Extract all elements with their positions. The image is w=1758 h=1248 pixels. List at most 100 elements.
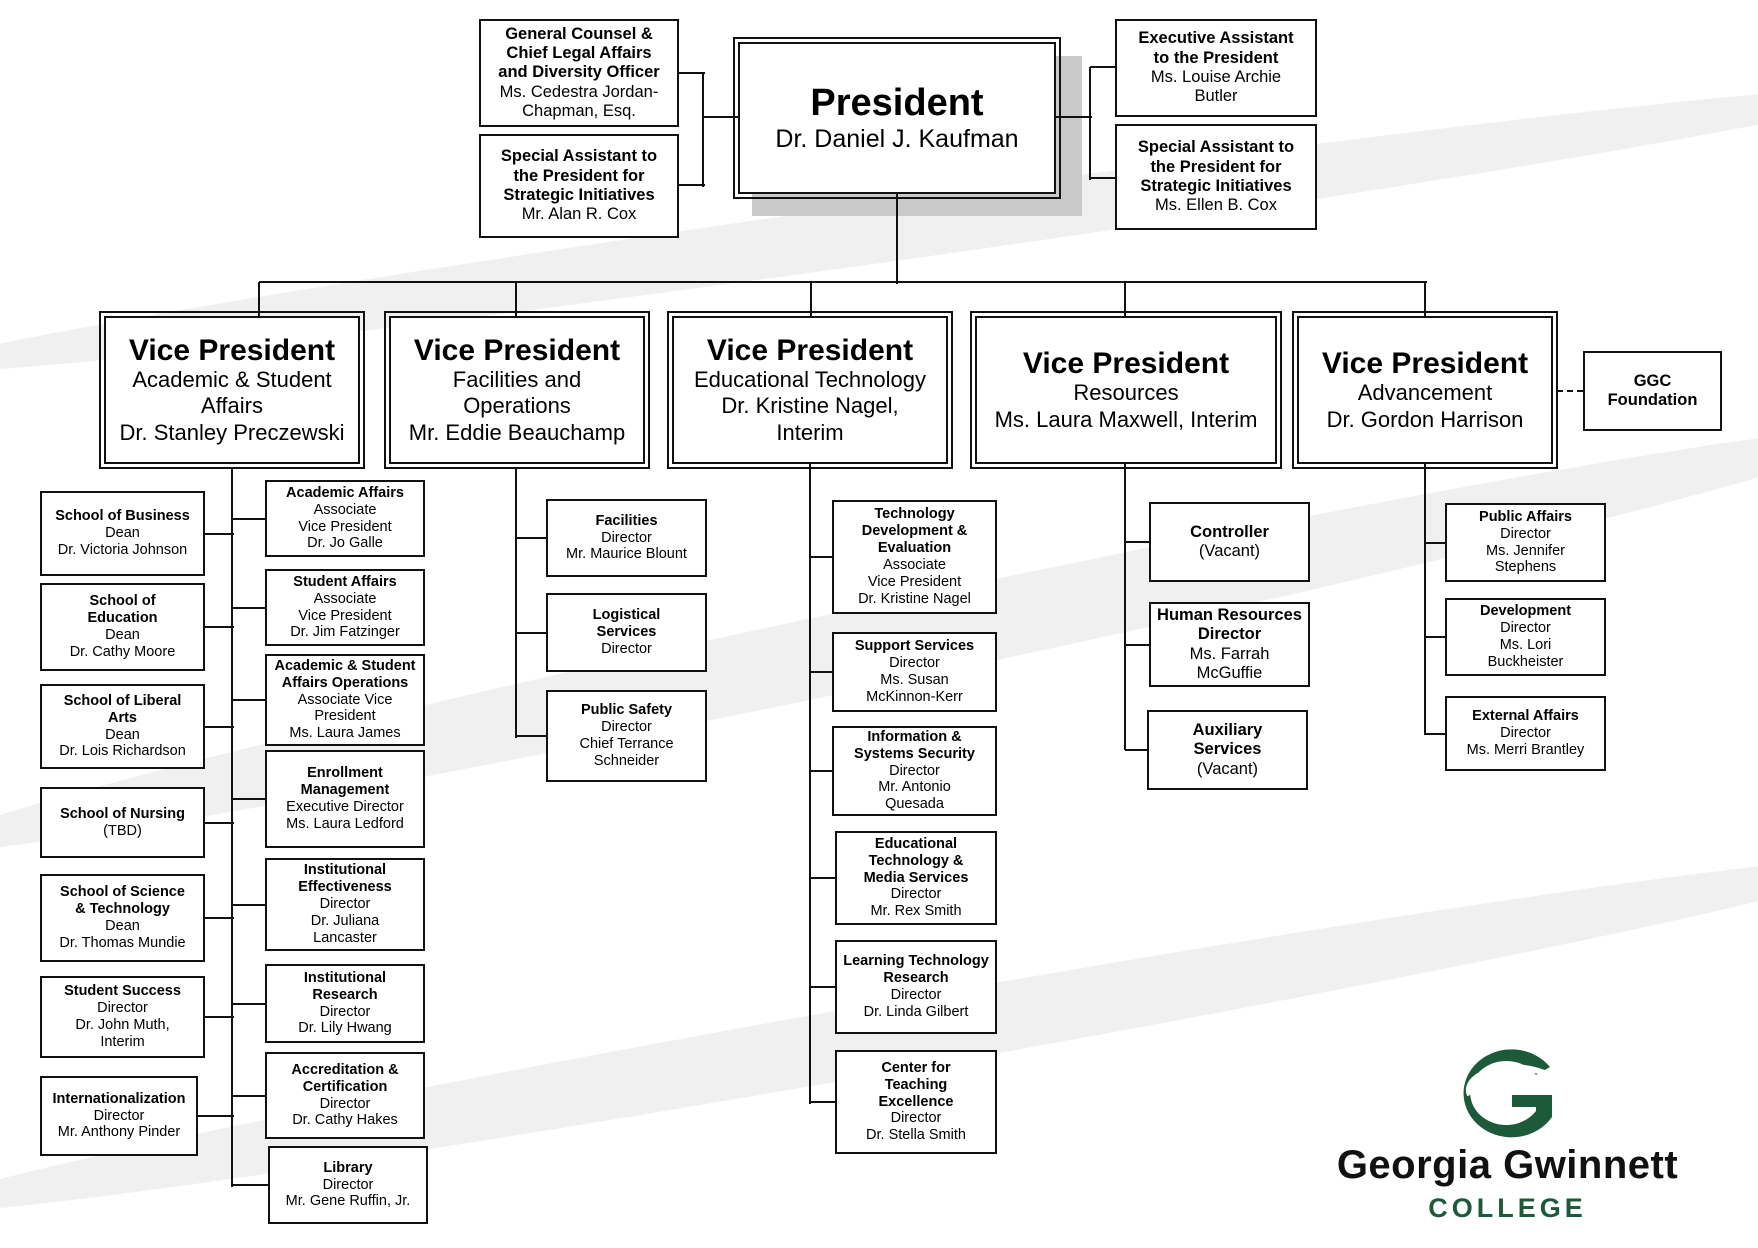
unit-detail-line: Director (1500, 725, 1551, 742)
unit-detail-line: Foundation (1607, 391, 1698, 409)
unit-detail-line: Associate (313, 590, 377, 607)
unit-detail-line: McGuffie (1196, 663, 1263, 682)
unit-detail-line: Quesada (885, 796, 944, 813)
connector-line (205, 532, 234, 535)
unit-detail-line: Chief Legal Affairs (506, 44, 652, 63)
unit-detail-line: Mr. Maurice Blount (566, 546, 687, 563)
resources-unit-box-0: Controller(Vacant) (1149, 502, 1310, 582)
logo-subtitle: COLLEGE (1428, 1193, 1587, 1223)
connector-line (516, 735, 548, 737)
unit-detail-line: Director (601, 640, 652, 657)
unit-detail-line: the President for (1150, 157, 1282, 176)
unit-name-line: Enrollment (307, 765, 383, 782)
vp-detail-line: Advancement (1357, 380, 1493, 406)
unit-detail-line: Ms. Susan (880, 672, 949, 688)
unit-detail-line: Director (319, 1003, 371, 1020)
unit-detail-line: Strategic Initiatives (1140, 177, 1292, 195)
unit-detail-line: Dr. Cathy Hakes (292, 1112, 398, 1129)
connector-line (232, 1002, 267, 1005)
connector-line (810, 770, 834, 772)
connector-line (205, 821, 234, 824)
unit-name-line: Arts (107, 709, 137, 726)
connector-line (679, 72, 705, 74)
connector-line (232, 1094, 267, 1097)
unit-name-line: Student Affairs (293, 573, 397, 590)
unit-name-line: Teaching (884, 1076, 948, 1093)
unit-detail-line: Ms. Farrah (1189, 644, 1270, 663)
vp-title: Vice President (1022, 347, 1230, 381)
unit-detail-line: Ms. Lori (1499, 637, 1552, 653)
unit-name-line: School of (89, 593, 156, 610)
unit-detail-line: Dr. Kristine Nagel (858, 590, 971, 607)
unit-name-line: School of Nursing (60, 805, 185, 822)
connector-line (1125, 643, 1151, 646)
connector-line (232, 903, 267, 906)
connector-line (896, 194, 898, 284)
vp-detail-line: Dr. Stanley Preczewski (119, 419, 345, 445)
vp-detail-line: Resources (1073, 380, 1179, 406)
connector-line (258, 282, 260, 318)
unit-name-line: Center for (881, 1059, 951, 1076)
unit-name-line: School of Liberal (63, 692, 182, 709)
unit-detail-line: and Diversity Officer (498, 63, 660, 82)
unit-name-line: & Technology (75, 901, 170, 918)
unit-name-line: Systems Security (854, 745, 975, 762)
unit-name-line: Controller (1190, 522, 1269, 541)
connector-line (810, 986, 837, 988)
connector-line (231, 468, 233, 1187)
unit-detail-line: Special Assistant to (1137, 138, 1295, 157)
connector-line (810, 556, 834, 558)
unit-detail-line: Director (93, 1107, 145, 1124)
unit-detail-line: Interim (100, 1033, 145, 1050)
vp-detail-line: Dr. Kristine Nagel, (721, 393, 899, 419)
unit-detail-line: Director (601, 529, 652, 546)
unit-detail-line: Dean (105, 525, 140, 542)
unit-detail-line: Dean (105, 627, 140, 643)
unit-detail-line: Ms. Jennifer (1486, 542, 1565, 559)
unit-name-line: Technology (874, 506, 955, 523)
unit-detail-line: Dr. Juliana (310, 912, 380, 929)
connector-line (1424, 464, 1426, 735)
unit-name-line: Facilities (595, 512, 658, 529)
unit-name-line: Management (300, 782, 390, 799)
unit-name-line: Effectiveness (298, 879, 392, 896)
unit-detail-line: Ms. Cedestra Jordan- (499, 82, 659, 101)
unit-detail-line: Mr. Gene Ruffin, Jr. (285, 1193, 411, 1210)
unit-detail-line: Director (889, 762, 940, 779)
connector-line (809, 464, 811, 1104)
connector-line (1090, 177, 1117, 179)
unit-detail-line: Mr. Rex Smith (870, 903, 962, 920)
unit-detail-line: General Counsel & (505, 24, 653, 43)
unit-name-line: Library (323, 1159, 373, 1176)
connector-line (1425, 636, 1447, 638)
unit-name-line: Certification (302, 1078, 388, 1095)
unit-name-line: Internationalization (52, 1090, 186, 1107)
unit-detail-line: Ms. Laura Ledford (286, 815, 404, 832)
unit-detail-line: Executive Director (286, 799, 404, 815)
unit-name-line: External Affairs (1472, 708, 1579, 725)
foundation-dashed-connector (1557, 390, 1583, 392)
